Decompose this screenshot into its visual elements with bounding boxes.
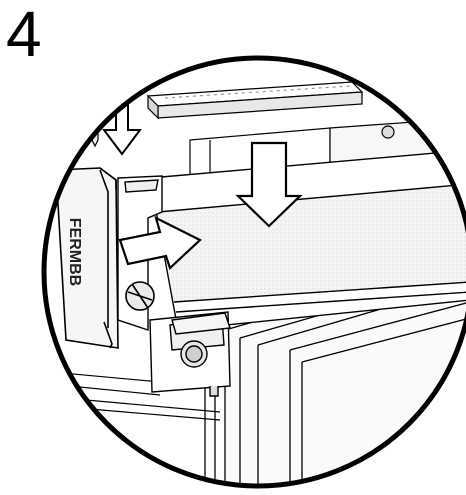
top-rail xyxy=(146,81,364,120)
magnifier-circle xyxy=(41,55,466,489)
side-cap xyxy=(55,167,155,349)
right-arrow xyxy=(118,215,202,270)
brand-logo: FERMBB xyxy=(66,218,83,286)
down-arrow-large xyxy=(235,141,303,228)
magnified-detail: FERMBB xyxy=(44,81,466,486)
head-rail xyxy=(147,149,466,331)
step-number: 4 xyxy=(6,0,42,70)
